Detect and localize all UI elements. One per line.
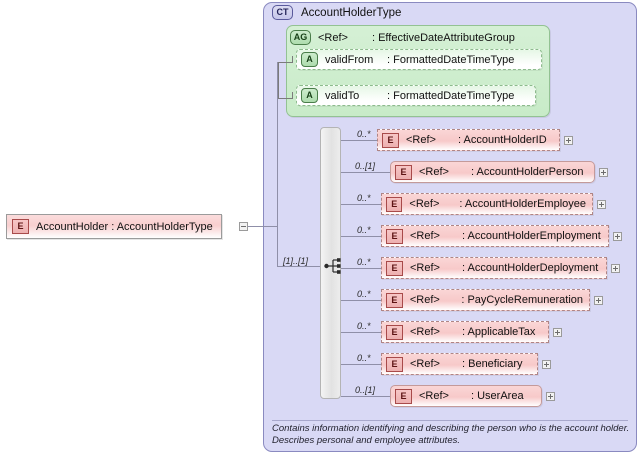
expand-plus-icon-accountholderemployment[interactable] — [613, 232, 622, 241]
attributegroup-ref: <Ref> — [318, 31, 348, 44]
expand-plus-icon-accountholderperson[interactable] — [599, 168, 608, 177]
connector-element-4 — [341, 236, 381, 237]
element-icon: E — [386, 356, 403, 372]
element-ref: <Ref> — [410, 262, 440, 274]
expand-plus-icon-accountholderemployee[interactable] — [597, 200, 606, 209]
cardinality-element-1: 0..* — [357, 129, 371, 139]
connector-element-1 — [341, 140, 377, 141]
expand-plus-icon-userarea[interactable] — [546, 392, 555, 401]
annotation-line-1: Contains information identifying and des… — [272, 423, 630, 434]
element-icon: E — [395, 388, 412, 404]
connector-element-7 — [341, 332, 381, 333]
element-row-applicabletax[interactable]: E <Ref> : ApplicableTax — [381, 321, 549, 343]
element-ref: <Ref> — [409, 198, 440, 210]
attribute-tree-stub-2 — [292, 92, 293, 99]
element-row-beneficiary[interactable]: E <Ref> : Beneficiary — [381, 353, 538, 375]
element-type: : AccountHolderDeployment — [462, 262, 599, 274]
element-icon: E — [386, 324, 403, 340]
element-icon: E — [12, 219, 29, 234]
element-row-accountholderid[interactable]: E <Ref> : AccountHolderID — [377, 129, 560, 151]
connector-element-3 — [341, 204, 381, 205]
cardinality-element-6: 0..* — [357, 289, 371, 299]
element-type: : AccountHolderID — [458, 134, 547, 146]
annotation-line-2: Describes personal and employee attribut… — [272, 434, 460, 446]
cardinality-element-8: 0..* — [357, 353, 371, 363]
root-element-node[interactable]: E AccountHolder : AccountHolderType — [6, 214, 222, 239]
attribute-icon: A — [301, 88, 318, 103]
attribute-icon: A — [301, 52, 318, 67]
attribute-type-validfrom: : FormattedDateTimeType — [387, 53, 515, 66]
expand-plus-icon-accountholderid[interactable] — [564, 136, 573, 145]
element-icon: E — [386, 292, 403, 308]
element-row-accountholderemployee[interactable]: E <Ref> : AccountHolderEmployee — [381, 193, 593, 215]
element-row-userarea[interactable]: E <Ref> : UserArea — [390, 385, 542, 407]
element-ref: <Ref> — [410, 326, 440, 338]
attribute-name-validfrom: validFrom — [325, 53, 374, 66]
connector-element-2 — [341, 172, 390, 173]
attribute-row-validto[interactable]: A validTo : FormattedDateTimeType — [296, 85, 536, 106]
attribute-tree-branch-1 — [278, 62, 292, 63]
element-ref: <Ref> — [410, 230, 440, 242]
element-type: : UserArea — [471, 390, 524, 402]
connector-element-8 — [341, 364, 381, 365]
expand-plus-icon-accountholderdeployment[interactable] — [611, 264, 620, 273]
attributegroup-header[interactable]: AG <Ref> : EffectiveDateAttributeGroup — [290, 30, 515, 45]
element-icon: E — [395, 164, 412, 180]
element-ref: <Ref> — [410, 358, 440, 370]
connector-element-6 — [341, 300, 381, 301]
element-type: : AccountHolderEmployment — [462, 230, 601, 242]
element-icon: E — [386, 260, 403, 276]
root-collapse-minus-icon[interactable] — [239, 222, 248, 231]
element-type: : ApplicableTax — [462, 326, 536, 338]
sequence-compositor-icon — [324, 258, 341, 274]
expand-plus-icon-applicabletax[interactable] — [553, 328, 562, 337]
complextype-title: AccountHolderType — [301, 6, 402, 19]
element-ref: <Ref> — [419, 390, 449, 402]
attribute-name-validto: validTo — [325, 89, 360, 102]
sequence-compositor-bar[interactable] — [320, 127, 341, 399]
attribute-tree-trunk — [278, 62, 279, 99]
cardinality-element-3: 0..* — [357, 193, 371, 203]
complextype-title-row: CT AccountHolderType — [272, 5, 401, 20]
cardinality-element-2: 0..[1] — [355, 161, 376, 171]
element-ref: <Ref> — [419, 166, 449, 178]
element-icon: E — [386, 196, 403, 212]
cardinality-element-7: 0..* — [357, 321, 371, 331]
attributegroup-icon: AG — [290, 30, 311, 45]
cardinality-element-9: 0..[1] — [355, 385, 376, 395]
connector-spine-to-sequence — [277, 266, 321, 267]
sequence-cardinality: [1]..[1] — [283, 256, 309, 266]
cardinality-element-5: 0..* — [357, 257, 371, 267]
element-row-paycycleremuneration[interactable]: E <Ref> : PayCycleRemuneration — [381, 289, 590, 311]
element-ref: <Ref> — [409, 294, 440, 306]
attribute-tree-branch-2 — [278, 98, 292, 99]
connector-spine — [277, 62, 278, 266]
expand-plus-icon-beneficiary[interactable] — [542, 360, 551, 369]
element-icon: E — [386, 228, 403, 244]
element-ref: <Ref> — [406, 134, 436, 146]
complextype-icon: CT — [272, 5, 293, 20]
element-row-accountholderdeployment[interactable]: E <Ref> : AccountHolderDeployment — [381, 257, 607, 279]
connector-element-5 — [341, 268, 381, 269]
attribute-type-validto: : FormattedDateTimeType — [387, 89, 515, 102]
attribute-row-validfrom[interactable]: A validFrom : FormattedDateTimeType — [296, 49, 542, 70]
expand-plus-icon-paycycleremuneration[interactable] — [594, 296, 603, 305]
element-row-accountholderperson[interactable]: E <Ref> : AccountHolderPerson — [390, 161, 595, 183]
cardinality-element-4: 0..* — [357, 225, 371, 235]
annotation-divider — [272, 420, 628, 421]
element-icon: E — [382, 132, 399, 148]
element-type: : AccountHolderPerson — [471, 166, 584, 178]
element-row-accountholderemployment[interactable]: E <Ref> : AccountHolderEmployment — [381, 225, 609, 247]
root-element-label: AccountHolder : AccountHolderType — [36, 220, 213, 233]
attributegroup-type: : EffectiveDateAttributeGroup — [371, 31, 515, 44]
attribute-tree-stub-1 — [292, 56, 293, 63]
connector-element-9 — [341, 396, 390, 397]
annotation-text: Contains information identifying and des… — [272, 423, 632, 446]
connector-root-to-type — [248, 226, 278, 227]
element-type: : AccountHolderEmployee — [459, 198, 586, 210]
element-type: : Beneficiary — [462, 358, 523, 370]
element-type: : PayCycleRemuneration — [461, 294, 583, 306]
